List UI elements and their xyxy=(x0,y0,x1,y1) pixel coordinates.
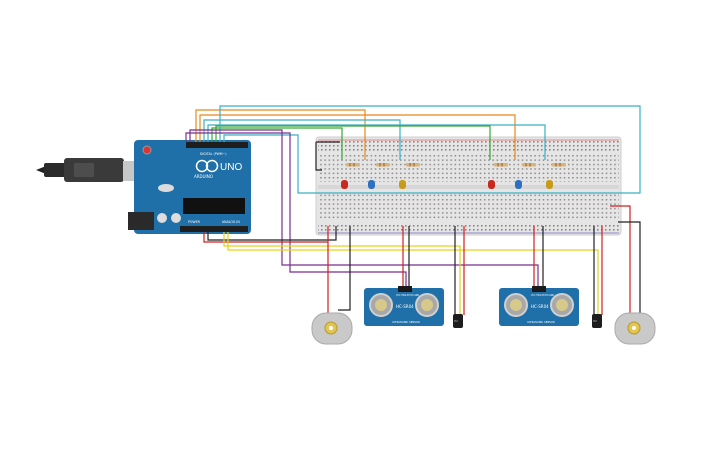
power-label: POWER xyxy=(188,220,201,224)
component-wires xyxy=(327,205,641,315)
led-blue-2 xyxy=(515,180,522,189)
dc-motor-1 xyxy=(311,312,353,345)
sensor-model: HC-SR04 xyxy=(396,304,414,309)
sensor-pins: VCC TRIG ECHO GND xyxy=(531,294,554,297)
wire-teal-loop xyxy=(219,105,641,194)
resistor xyxy=(522,163,536,167)
wire-green-2 xyxy=(215,125,491,160)
ultrasonic-sensor-2: HC-SR04 ULTRASONIC SENSOR VCC TRIG ECHO … xyxy=(499,286,579,326)
digital-label: DIGITAL (PWM~) xyxy=(200,152,226,156)
microcontroller-chip xyxy=(183,198,245,214)
power-analog-header xyxy=(180,226,248,232)
brand-label: ARDUINO xyxy=(194,174,213,179)
wire-yellow-2 xyxy=(227,232,599,315)
wire-purple-1 xyxy=(185,132,407,288)
small-sensor-1: PIR xyxy=(453,314,463,328)
wire-gnd-arduino xyxy=(207,226,337,241)
resistor xyxy=(346,163,360,167)
board-name: UNO xyxy=(220,162,242,173)
power-jack xyxy=(128,212,154,230)
led-yellow-1 xyxy=(399,180,406,189)
power-wires xyxy=(203,141,599,315)
wire-teal-1 xyxy=(203,119,401,160)
signal-wires xyxy=(185,105,641,288)
wire-orange-1 xyxy=(195,109,366,160)
small-sensor-2: PIR xyxy=(592,314,602,328)
arduino-uno-board: UNO ARDUINO DIGITAL (PWM~) POWER ANALOG … xyxy=(36,140,251,234)
led-yellow-2 xyxy=(546,180,553,189)
wire-green-1 xyxy=(211,127,343,160)
digital-header xyxy=(186,142,248,148)
wire-yellow-1 xyxy=(223,232,461,315)
sensor-pins: VCC TRIG ECHO GND xyxy=(396,294,419,297)
sensor-model: HC-SR04 xyxy=(531,304,549,309)
resistor xyxy=(406,163,420,167)
breadboard xyxy=(315,136,622,236)
led-blue-1 xyxy=(368,180,375,189)
svg-text:PIR: PIR xyxy=(454,319,458,323)
resistors xyxy=(346,163,566,167)
sensor-sub-label: ULTRASONIC SENSOR xyxy=(392,320,420,324)
wire-5v-arduino xyxy=(203,232,328,243)
ultrasonic-sensor-1: HC-SR04 ULTRASONIC SENSOR VCC TRIG ECHO … xyxy=(364,286,444,326)
wire-purple-2 xyxy=(189,129,539,288)
analog-label: ANALOG IN xyxy=(222,220,240,224)
leds xyxy=(341,180,553,189)
resistor xyxy=(552,163,566,167)
sensor-sub-label: ULTRASONIC SENSOR xyxy=(527,320,555,324)
wire-gnd-rail xyxy=(315,142,322,171)
svg-text:PIR: PIR xyxy=(593,319,597,323)
led-red-2 xyxy=(488,180,495,189)
resistor xyxy=(494,163,508,167)
led-red-1 xyxy=(341,180,348,189)
arduino-logo-icon xyxy=(195,159,209,173)
dc-motor-2 xyxy=(614,312,656,345)
wire-orange-2 xyxy=(199,114,516,160)
resistor xyxy=(376,163,390,167)
